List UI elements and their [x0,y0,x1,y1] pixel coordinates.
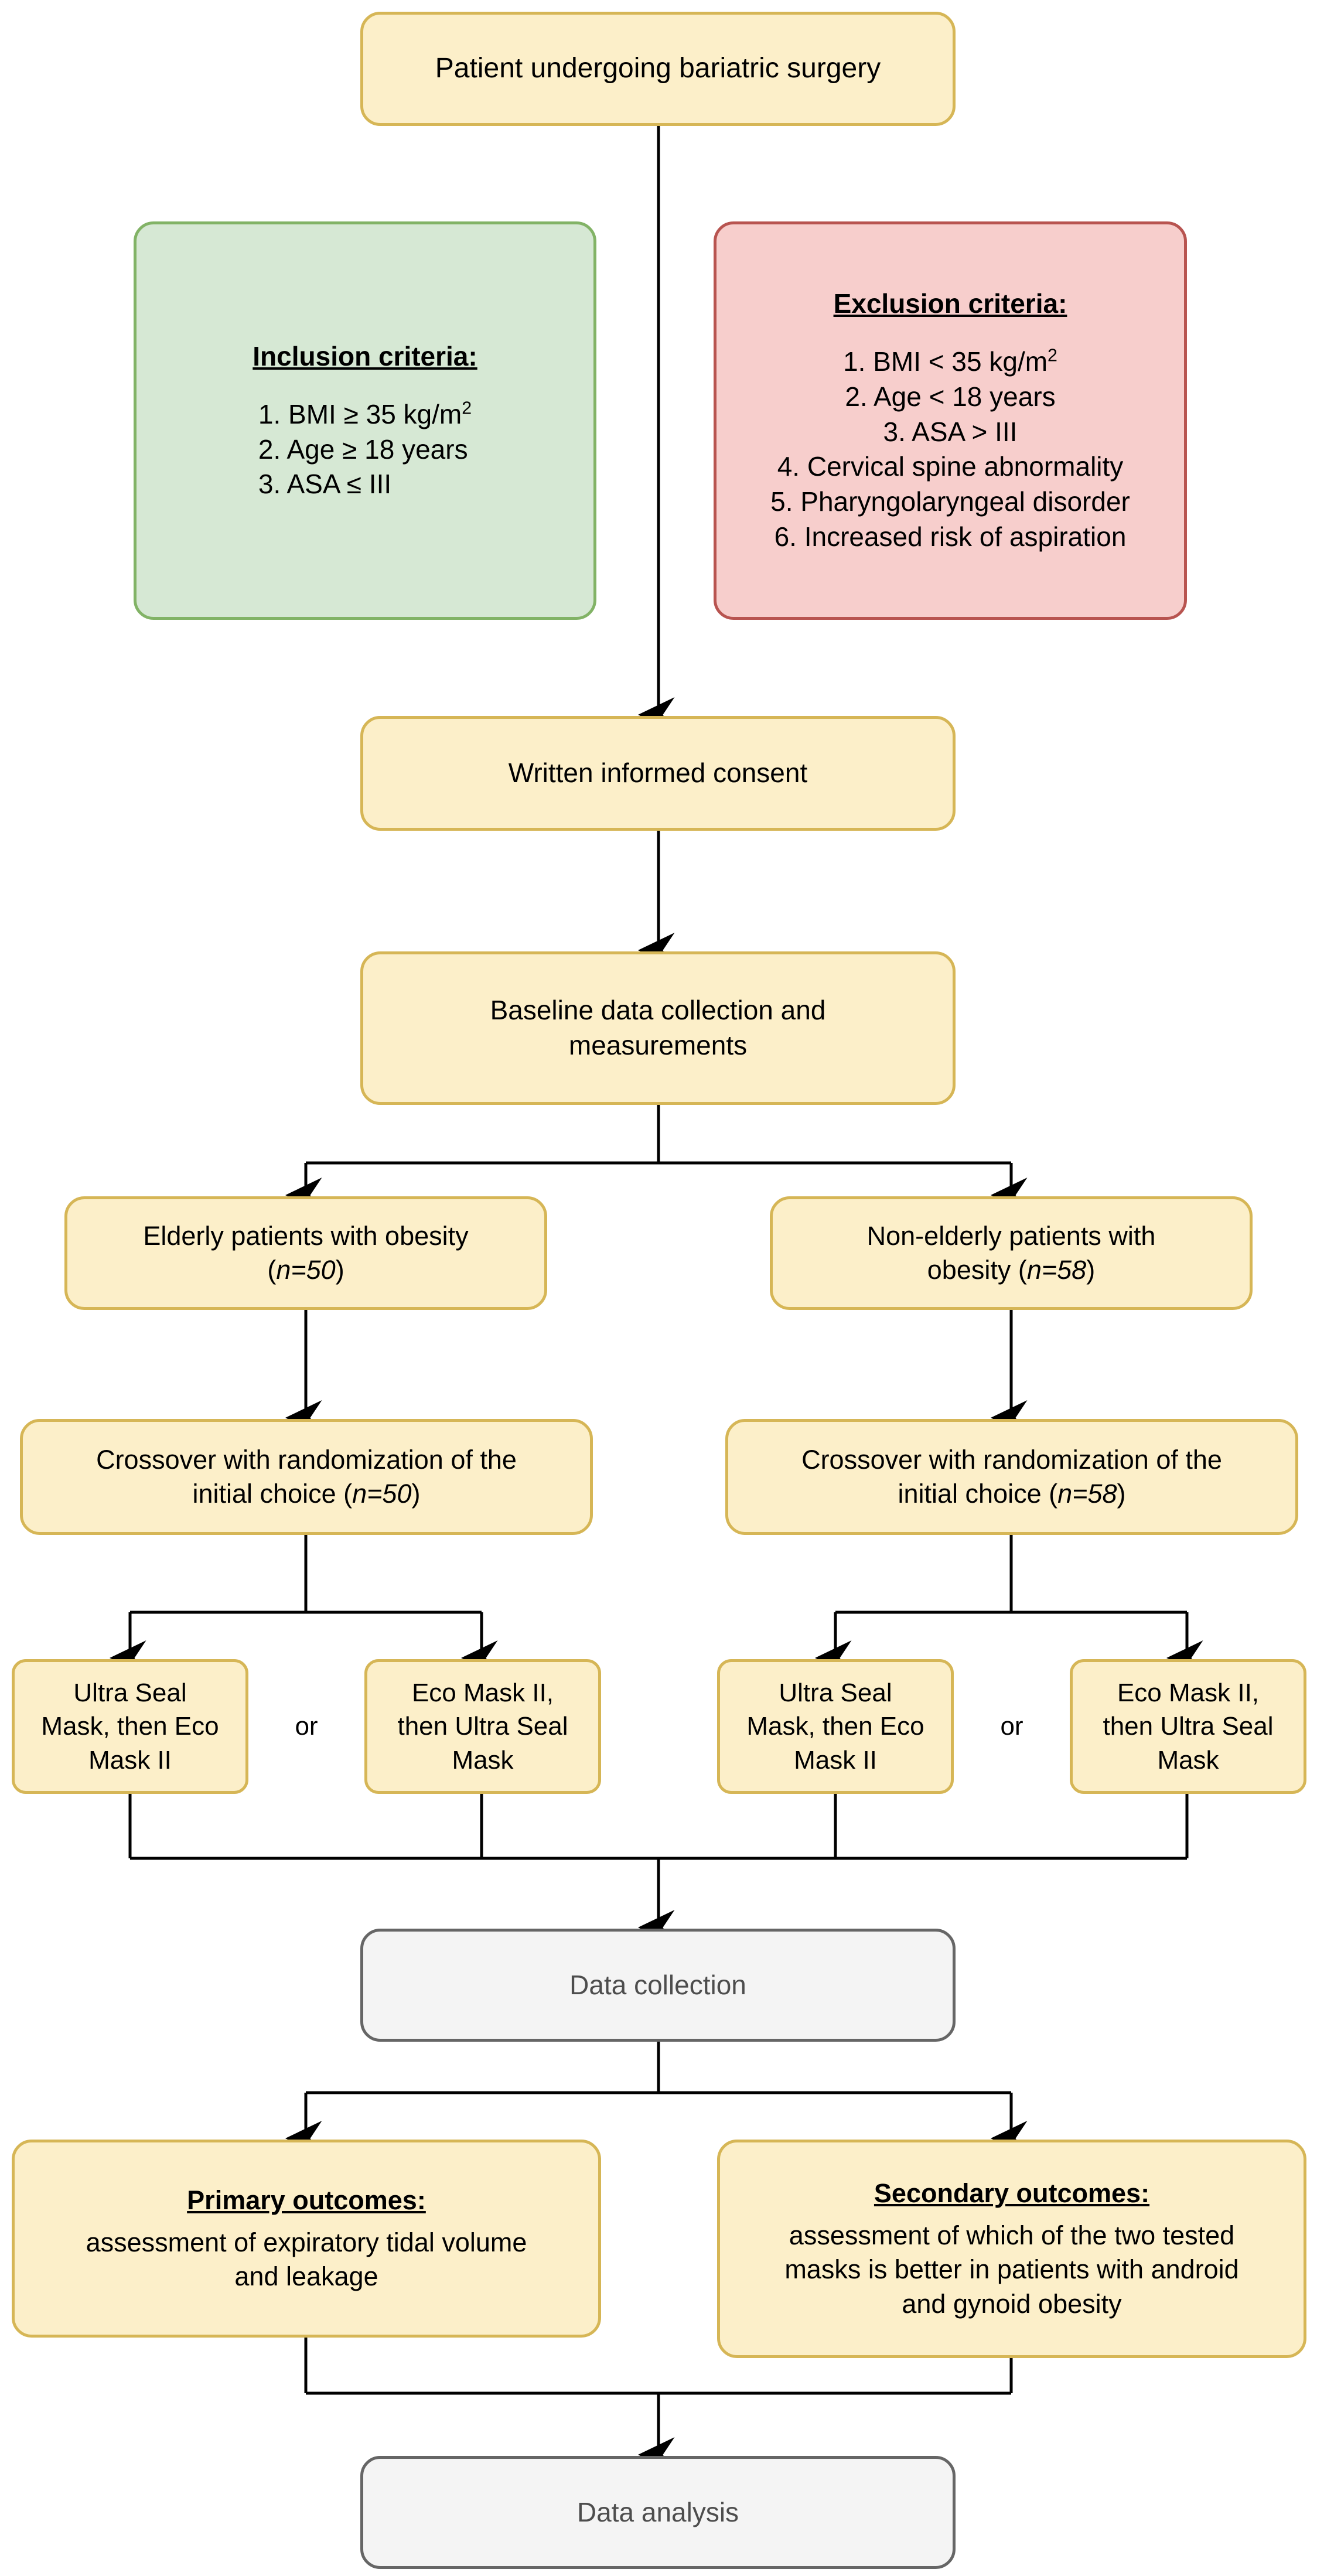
inclusion-item-3: 3. ASA ≤ III [258,469,392,500]
baseline-line-1: Baseline data collection and [490,995,826,1026]
node-start[interactable]: Patient undergoing bariatric surgery [360,12,956,126]
mask-b2-line-3: Mask [1157,1745,1219,1775]
node-elderly-group[interactable]: Elderly patients with obesity (n=50) [64,1196,547,1310]
exclusion-item-6: 6. Increased risk of aspiration [774,521,1127,552]
nonelderly-line-2: obesity (n=58) [927,1255,1096,1285]
exclusion-heading: Exclusion criteria: [833,288,1067,319]
mask-b1-line-3: Mask [452,1745,514,1775]
data-collection-label: Data collection [569,1969,746,2000]
node-written-informed-consent[interactable]: Written informed consent [360,716,956,831]
mask-b2-line-2: then Ultra Seal [1103,1712,1274,1741]
exclusion-item-5: 5. Pharyngolaryngeal disorder [770,486,1130,517]
node-start-label: Patient undergoing bariatric surgery [435,53,881,84]
node-primary-outcomes[interactable]: Primary outcomes: assessment of expirato… [12,2140,601,2338]
inclusion-heading: Inclusion criteria: [253,340,477,371]
secondary-line-2: masks is better in patients with android [784,2254,1239,2285]
node-data-collection[interactable]: Data collection [360,1929,956,2042]
exclusion-item-2: 2. Age < 18 years [845,381,1056,412]
exclusion-item-3: 3. ASA > III [883,416,1018,447]
node-mask-order-a-nonelderly[interactable]: Ultra Seal Mask, then Eco Mask II [717,1659,954,1794]
crossover-right-line-1: Crossover with randomization of the [801,1444,1222,1475]
mask-b1-line-1: Eco Mask II, [411,1678,554,1708]
mask-a1-line-2: Mask, then Eco [41,1712,219,1741]
or-text-left: or [295,1712,318,1741]
node-mask-order-b-elderly[interactable]: Eco Mask II, then Ultra Seal Mask [364,1659,601,1794]
or-text-right: or [1000,1712,1023,1741]
node-data-analysis[interactable]: Data analysis [360,2456,956,2569]
or-label-elderly: or [248,1659,364,1794]
node-exclusion-criteria[interactable]: Exclusion criteria: 1. BMI < 35 kg/m2 2.… [714,221,1187,620]
secondary-heading: Secondary outcomes: [874,2178,1150,2208]
crossover-left-line-1: Crossover with randomization of the [96,1444,517,1475]
node-crossover-nonelderly[interactable]: Crossover with randomization of the init… [725,1419,1298,1535]
node-nonelderly-group[interactable]: Non-elderly patients with obesity (n=58) [770,1196,1253,1310]
baseline-line-2: measurements [568,1030,748,1060]
inclusion-item-1: 1. BMI ≥ 35 kg/m2 [258,398,472,429]
inclusion-item-2: 2. Age ≥ 18 years [258,434,468,465]
node-inclusion-criteria[interactable]: Inclusion criteria: 1. BMI ≥ 35 kg/m2 2.… [134,221,596,620]
secondary-line-3: and gynoid obesity [902,2288,1122,2319]
primary-heading: Primary outcomes: [187,2185,426,2215]
secondary-line-1: assessment of which of the two tested [789,2220,1235,2250]
exclusion-item-1: 1. BMI < 35 kg/m2 [843,346,1057,377]
elderly-line-1: Elderly patients with obesity [143,1220,469,1251]
node-secondary-outcomes[interactable]: Secondary outcomes: assessment of which … [717,2140,1306,2358]
crossover-left-line-2: initial choice (n=50) [192,1479,421,1509]
exclusion-item-4: 4. Cervical spine abnormality [777,451,1124,482]
elderly-line-2: (n=50) [267,1255,344,1285]
node-mask-order-a-elderly[interactable]: Ultra Seal Mask, then Eco Mask II [12,1659,248,1794]
inclusion-list: 1. BMI ≥ 35 kg/m2 2. Age ≥ 18 years 3. A… [258,397,472,502]
primary-line-2: and leakage [234,2261,378,2291]
or-label-nonelderly: or [954,1659,1070,1794]
mask-a1-line-3: Mask II [88,1745,172,1775]
node-crossover-elderly[interactable]: Crossover with randomization of the init… [20,1419,593,1535]
nonelderly-line-1: Non-elderly patients with [866,1220,1156,1251]
mask-b2-line-1: Eco Mask II, [1117,1678,1260,1708]
node-baseline-data[interactable]: Baseline data collection and measurement… [360,951,956,1105]
mask-b1-line-2: then Ultra Seal [397,1712,568,1741]
mask-a2-line-1: Ultra Seal [779,1678,892,1708]
mask-a1-line-1: Ultra Seal [73,1678,187,1708]
mask-a2-line-3: Mask II [794,1745,877,1775]
crossover-right-line-2: initial choice (n=58) [898,1479,1126,1509]
consent-label: Written informed consent [508,758,808,789]
mask-a2-line-2: Mask, then Eco [746,1712,924,1741]
data-analysis-label: Data analysis [576,2496,739,2527]
primary-line-1: assessment of expiratory tidal volume [86,2227,527,2257]
node-mask-order-b-nonelderly[interactable]: Eco Mask II, then Ultra Seal Mask [1070,1659,1306,1794]
